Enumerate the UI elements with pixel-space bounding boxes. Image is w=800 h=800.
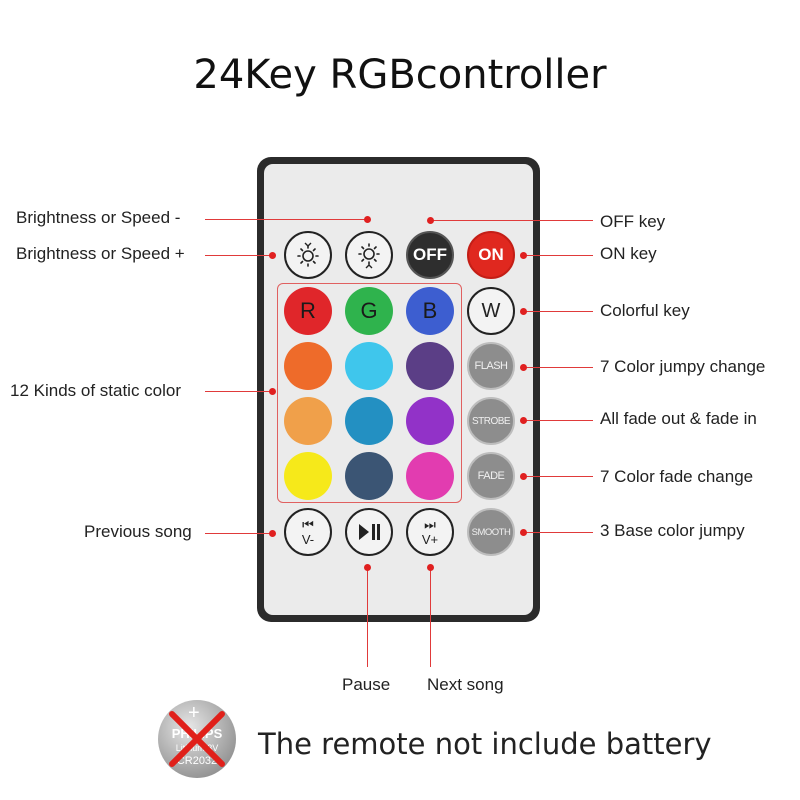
brightness-plus-line: [205, 255, 273, 256]
jumpy-change-dot: [519, 363, 527, 371]
off-key-line: [430, 220, 593, 221]
teal-key[interactable]: [345, 397, 393, 445]
previous-key-label: V-: [301, 532, 315, 547]
next-key-label: V+: [421, 532, 439, 547]
label-pause: Pause: [342, 675, 391, 694]
on-key-dot: [519, 251, 527, 259]
fade-inout-line: [523, 420, 593, 421]
brightness-up-key[interactable]: [345, 231, 393, 279]
previous-icon: ⏮: [302, 517, 314, 532]
white-key[interactable]: W: [467, 287, 515, 335]
next-song-dot: [426, 563, 434, 571]
play-pause-key[interactable]: [345, 508, 393, 556]
previous-song-line: [205, 533, 273, 534]
base-jumpy-dot: [519, 528, 527, 536]
off-key-dot: [426, 216, 434, 224]
label-brightness-minus: Brightness or Speed -: [16, 208, 181, 227]
fade-change-line: [523, 476, 593, 477]
play-pause-icon: [359, 524, 380, 540]
jumpy-change-line: [523, 367, 593, 368]
label-static-color: 12 Kinds of static color: [10, 381, 182, 400]
static-color-dot: [268, 387, 276, 395]
red-key[interactable]: R: [284, 287, 332, 335]
on-key[interactable]: ON: [467, 231, 515, 279]
label-jumpy-change: 7 Color jumpy change: [600, 357, 766, 376]
label-colorful-key: Colorful key: [600, 301, 690, 320]
dark-purple-key[interactable]: [406, 342, 454, 390]
slate-key[interactable]: [345, 452, 393, 500]
next-icon: ⏭: [424, 517, 436, 532]
label-on-key: ON key: [600, 244, 657, 263]
previous-song-dot: [268, 529, 276, 537]
label-brightness-plus: Brightness or Speed +: [16, 244, 185, 263]
next-song-line: [430, 567, 431, 667]
cyan-key[interactable]: [345, 342, 393, 390]
label-off-key: OFF key: [600, 212, 666, 231]
battery-model: CR2032: [176, 755, 218, 767]
flash-key[interactable]: FLASH: [467, 342, 515, 390]
colorful-key-dot: [519, 307, 527, 315]
off-key[interactable]: OFF: [406, 231, 454, 279]
fade-key[interactable]: FADE: [467, 452, 515, 500]
cross-out-icon: [169, 711, 225, 767]
previous-song-key[interactable]: ⏮ V-: [284, 508, 332, 556]
battery-image: + PHILIPS Lithium 3V CR2032: [158, 700, 236, 778]
label-base-jumpy: 3 Base color jumpy: [600, 521, 745, 540]
battery-note: The remote not include battery: [258, 727, 712, 761]
label-previous-song: Previous song: [84, 522, 192, 541]
battery-plus-icon: +: [188, 702, 200, 724]
next-song-key[interactable]: ⏭ V+: [406, 508, 454, 556]
on-key-line: [523, 255, 593, 256]
fade-inout-dot: [519, 416, 527, 424]
page-title: 24Key RGBcontroller: [193, 52, 607, 98]
colorful-key-line: [523, 311, 593, 312]
magenta-key[interactable]: [406, 452, 454, 500]
pause-dot: [363, 563, 371, 571]
base-jumpy-line: [523, 532, 593, 533]
label-next-song: Next song: [427, 675, 504, 694]
smooth-key[interactable]: SMOOTH: [467, 508, 515, 556]
strobe-key[interactable]: STROBE: [467, 397, 515, 445]
fade-change-dot: [519, 472, 527, 480]
brightness-minus-line: [205, 219, 368, 220]
blue-key[interactable]: B: [406, 287, 454, 335]
static-color-line: [205, 391, 273, 392]
sun-up-icon: [358, 243, 380, 269]
label-fade-inout: All fade out & fade in: [600, 409, 757, 428]
battery-type: Lithium 3V: [175, 743, 219, 753]
violet-key[interactable]: [406, 397, 454, 445]
yellow-key[interactable]: [284, 452, 332, 500]
brightness-down-key[interactable]: [284, 231, 332, 279]
brightness-minus-dot: [363, 215, 371, 223]
green-key[interactable]: G: [345, 287, 393, 335]
pause-line: [367, 567, 368, 667]
sun-down-icon: [297, 242, 319, 267]
brightness-plus-dot: [268, 251, 276, 259]
static-color-highlight: [277, 283, 462, 503]
light-orange-key[interactable]: [284, 397, 332, 445]
label-fade-change: 7 Color fade change: [600, 467, 754, 486]
orange-key[interactable]: [284, 342, 332, 390]
